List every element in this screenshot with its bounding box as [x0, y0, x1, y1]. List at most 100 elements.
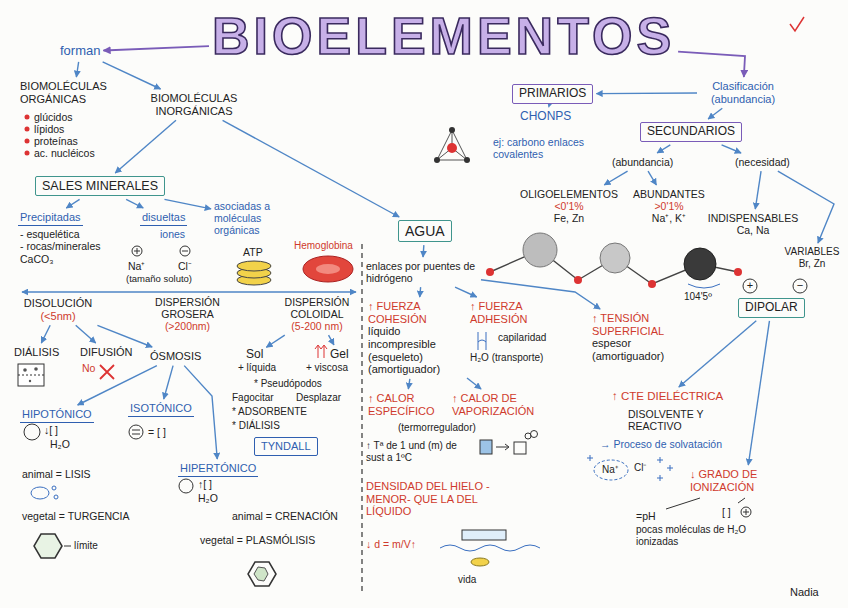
note-label: = [ ] — [148, 426, 166, 438]
note-label: Fagocitar — [232, 392, 274, 404]
note-label: lípidos — [34, 123, 64, 135]
node-text: enlaces por puentes de hidrógeno — [366, 260, 478, 284]
node-text: SALES MINERALES — [42, 179, 158, 193]
node-text: DISPERSIÓN COLOIDAL — [276, 296, 358, 320]
connector-arrow — [126, 199, 143, 208]
note-label: Cl⁻ — [178, 260, 192, 272]
note-label: capilaridad — [498, 332, 546, 344]
concept-box: TYNDALL — [254, 437, 318, 456]
hydrogen-atom — [574, 276, 582, 284]
ice-layer — [462, 530, 506, 540]
node-text: (abundancia) — [612, 156, 673, 168]
node-text: Br, Zn — [782, 258, 842, 270]
oxygen-atom — [523, 233, 557, 267]
concept-text: DIFUSIÓN — [80, 346, 133, 359]
node-text: (5-200 nm) — [276, 320, 358, 332]
concept-text: Sol — [246, 348, 263, 362]
node-text: ISOTÓNICO — [130, 402, 192, 415]
plus-sign — [134, 248, 140, 254]
concept-text: disueltas — [140, 211, 187, 226]
charge-circle — [793, 279, 807, 293]
concept-text: INDISPENSABLESCa, Na — [700, 212, 806, 236]
charge-circle — [743, 279, 757, 293]
water-surface — [440, 545, 540, 551]
bullet — [25, 115, 30, 120]
connector-arrow — [103, 62, 161, 89]
concept-text: asociadas a moléculas orgánicas — [214, 200, 298, 236]
note-label: Na⁺ — [128, 260, 145, 272]
node-text: ↑ CALOR DE VAPORIZACIÓN — [452, 392, 550, 417]
note-label: vegetal = PLASMÓLISIS — [200, 534, 315, 546]
node-text: ÓSMOSIS — [150, 350, 201, 363]
red-blood-cell-centre — [316, 264, 340, 274]
node-text: ↑ FUERZA ADHESIÓN — [470, 300, 552, 325]
note-label: + líquida — [238, 362, 276, 374]
connector-arrow — [748, 321, 769, 465]
concept-text: forman — [60, 44, 100, 59]
concept-box: PRIMARIOS — [512, 84, 593, 104]
note-label: Desplazar — [296, 392, 341, 404]
solvation-shell — [594, 460, 628, 480]
connector-arrow — [66, 199, 79, 208]
node-text: ↑ CTE DIELÉCTRICA — [612, 390, 723, 403]
divider-line — [361, 244, 362, 594]
note-label: vegetal = TURGENCIA — [22, 510, 129, 522]
arrow-icon — [496, 444, 509, 450]
note-label: No — [82, 362, 95, 374]
note-label: − — [797, 280, 803, 291]
anion-symbol — [180, 246, 190, 256]
connector-arrow — [604, 171, 627, 185]
note-label: Cl⁻ — [634, 462, 646, 474]
note-label: ej: carbono enlaces covalentes — [493, 136, 598, 160]
node-text: espesor (amortiguador) — [592, 337, 692, 362]
concept-box: DIPOLAR — [738, 298, 805, 318]
shrunken-content — [254, 567, 268, 581]
leader-line — [64, 546, 71, 547]
increase-arrows — [315, 345, 327, 358]
size-scale-arrow — [22, 291, 356, 293]
bullet — [25, 127, 30, 132]
concept-text: ↓ GRADO DE IONIZACIÓN — [690, 468, 802, 493]
concept-text: BIOMOLÉCULAS ORGÁNICAS — [20, 80, 128, 105]
connector-arrow — [467, 378, 481, 389]
node-text: DIFUSIÓN — [80, 346, 133, 359]
node-text: DENSIDAD DEL HIELO -MENOR- QUE LA DEL LÍ… — [366, 480, 498, 518]
concept-text: DENSIDAD DEL HIELO -MENOR- QUE LA DEL LÍ… — [366, 480, 498, 518]
hydrogen-atom — [734, 268, 742, 276]
node-text: DIPOLAR — [745, 301, 798, 315]
concept-text: DISOLUCIÓN(<5nm) — [16, 297, 100, 322]
check-mark — [790, 17, 804, 31]
bond-angle-arc — [688, 284, 720, 288]
concept-text: (necesidad) — [735, 156, 790, 168]
connector-arrow — [76, 325, 96, 343]
connector-arrow — [115, 120, 176, 173]
node-text: ABUNDANTES — [630, 188, 708, 200]
concept-text: DIÁLISIS — [14, 346, 59, 359]
concept-text: CHONPS — [520, 110, 571, 124]
node-text: ↓ GRADO DE IONIZACIÓN — [690, 468, 802, 493]
node-text: Clasificación (abundancia) — [700, 80, 786, 105]
note-label: ↓ d = m/V↑ — [366, 538, 416, 550]
atp-disc — [237, 261, 271, 271]
connectors — [41, 46, 834, 465]
dialysis-icon — [18, 364, 44, 386]
note-label: CaCO₃ — [20, 253, 53, 265]
node-text: Precipitadas — [20, 211, 81, 224]
vapour-cloud — [531, 431, 538, 438]
note-label: límite — [74, 540, 98, 552]
node-text: ↑ TENSIÓN SUPERFICIAL — [592, 312, 692, 337]
note-label: (tamaño soluto) — [126, 274, 192, 285]
concept-text: BIOMOLÉCULAS INORGÁNICAS — [138, 92, 250, 117]
concept-text: ↑ CALOR DE VAPORIZACIÓN — [452, 392, 550, 417]
minus-sign — [182, 251, 188, 252]
bullet — [25, 139, 30, 144]
lysed-cell — [31, 487, 49, 499]
atom — [434, 157, 440, 163]
node-text: Gel — [330, 348, 349, 362]
connector-arrow — [708, 108, 722, 119]
concept-text: ISOTÓNICO — [128, 402, 194, 417]
node-text: PRIMARIOS — [519, 87, 586, 101]
cation-symbol — [132, 246, 142, 256]
node-text: (<5nm) — [16, 310, 100, 323]
concept-text: DISPERSIÓN GROSERA(>200nm) — [145, 296, 230, 332]
